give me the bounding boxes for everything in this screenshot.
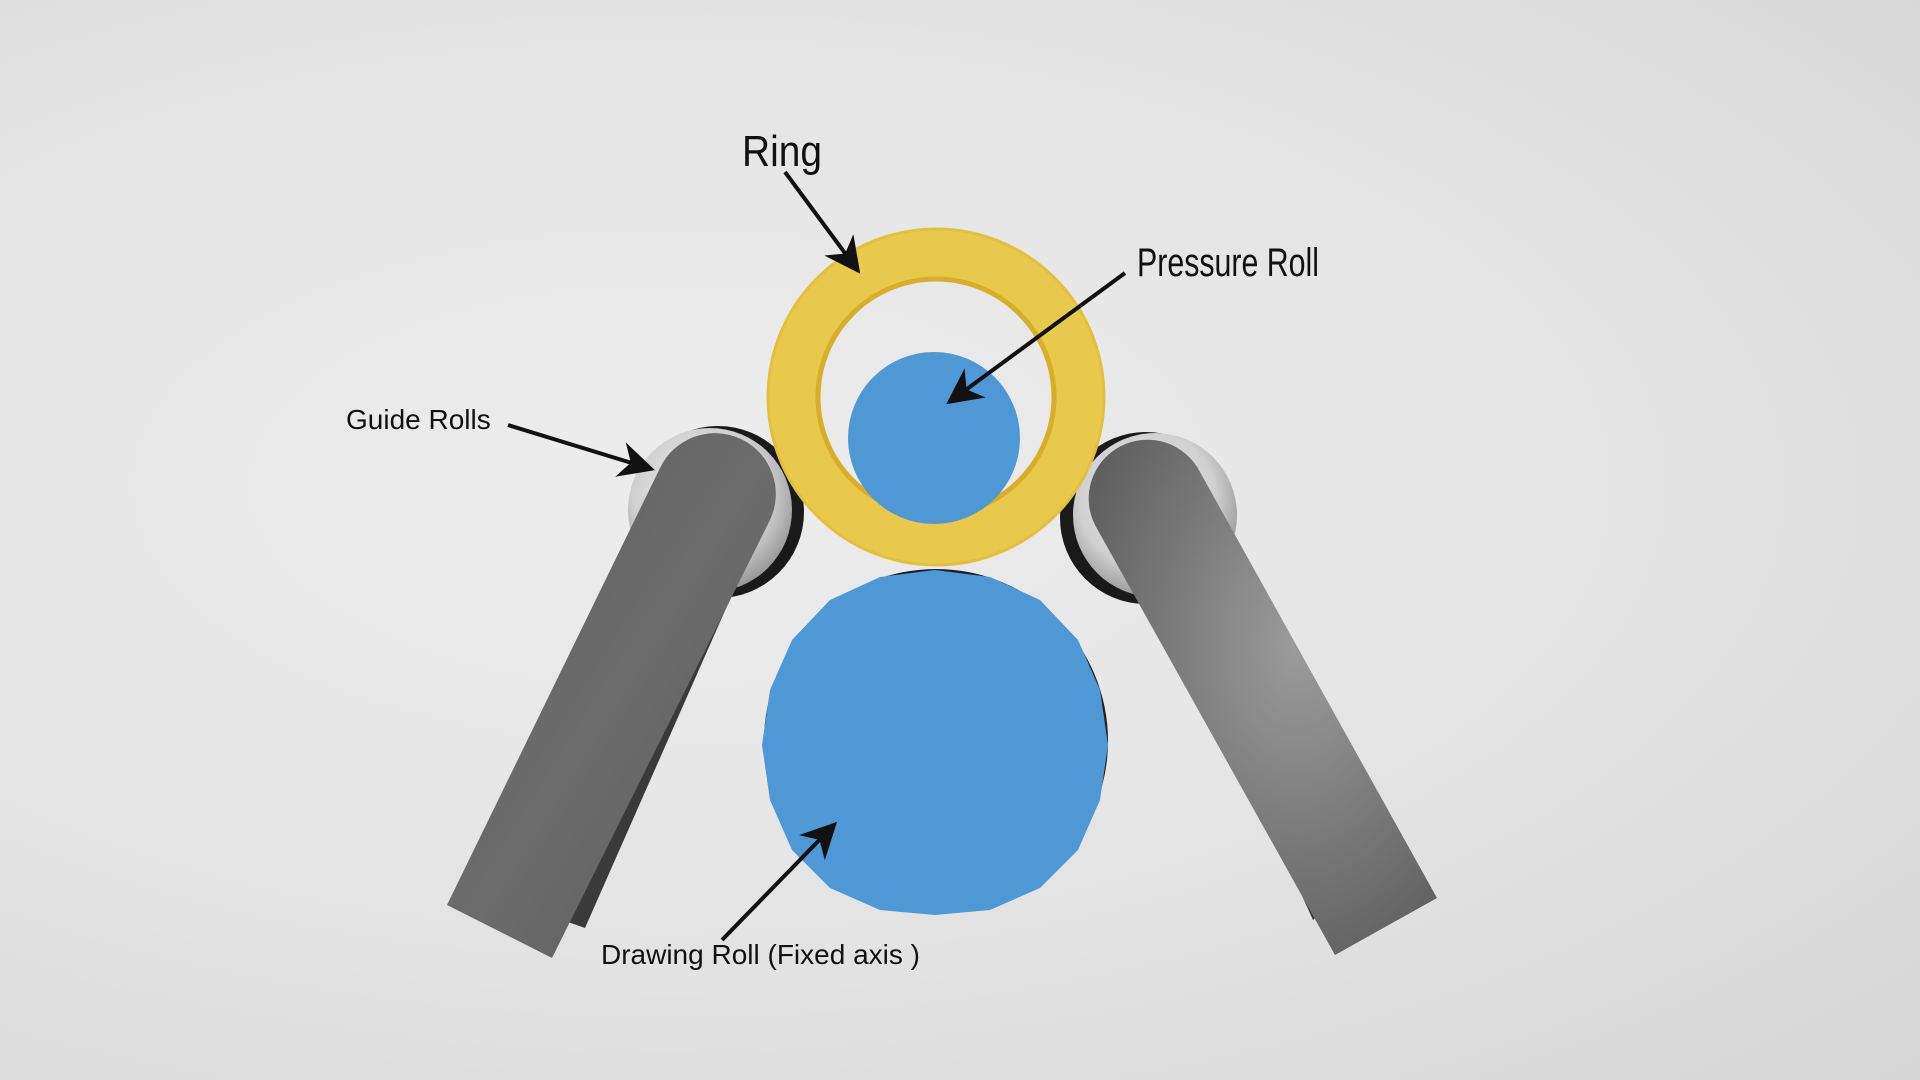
ring-outer-edge — [766, 227, 1106, 567]
left-guide-roll-assembly — [447, 426, 804, 958]
drawing-roll — [762, 570, 1108, 915]
pressure-roll-arrow — [946, 271, 1127, 405]
ring-arrow — [783, 170, 861, 274]
drawing-roll-group — [762, 569, 1108, 915]
label-drawing-roll: Drawing Roll (Fixed axis ) — [601, 939, 920, 970]
drawing-roll-arrow — [720, 821, 838, 942]
label-ring: Ring — [742, 127, 822, 176]
leader-arrows — [507, 170, 1127, 942]
label-guide-rolls: Guide Rolls — [346, 404, 491, 435]
right-guide-arm — [1088, 439, 1437, 956]
ring — [768, 229, 1104, 565]
pressure-roll — [848, 352, 1020, 524]
right-guide-roll-assembly — [1060, 432, 1437, 956]
guide-rolls-arrow — [507, 423, 655, 477]
label-pressure-roll: Pressure Roll — [1137, 241, 1319, 285]
left-guide-arm — [447, 433, 776, 958]
